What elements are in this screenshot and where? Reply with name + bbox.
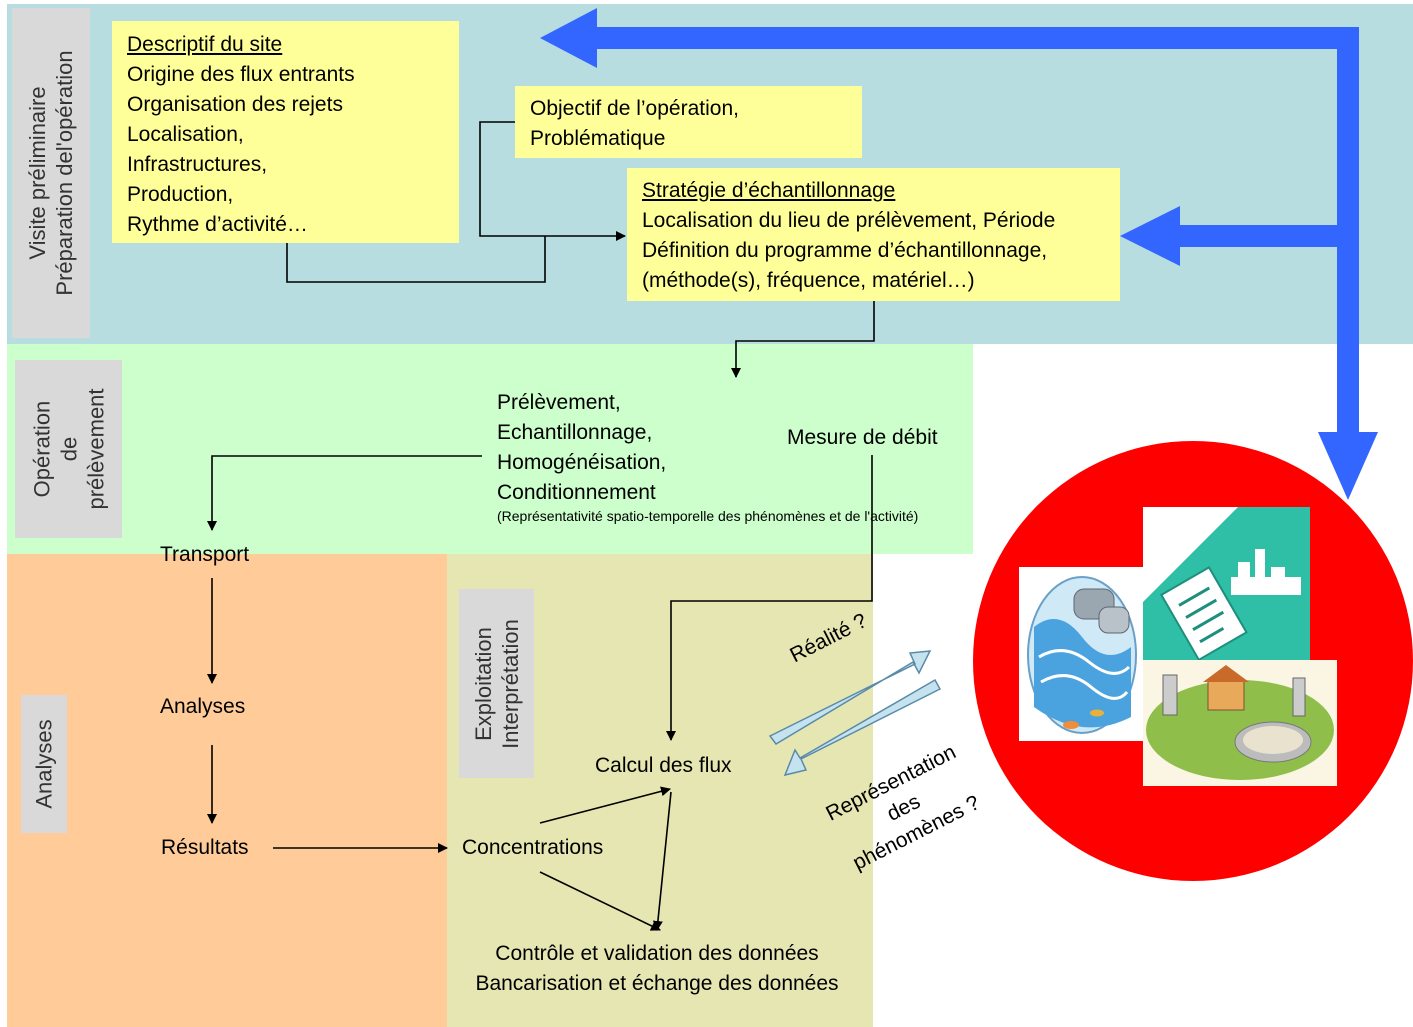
controle-line-2: Bancarisation et échange des données bbox=[475, 972, 839, 995]
site-line: Rythme d’activité… bbox=[127, 213, 308, 236]
site-line: Production, bbox=[127, 183, 234, 206]
blue-arrow-top-shaft bbox=[595, 27, 1357, 49]
site-line: Localisation, bbox=[127, 123, 244, 146]
prelevement-line: Echantillonnage, bbox=[497, 421, 653, 444]
transport-label: Transport bbox=[160, 543, 250, 566]
blue-arrow-mid-shaft bbox=[1178, 225, 1348, 247]
treatment-plant-icon bbox=[1146, 665, 1334, 780]
strategie-box: Stratégie d’échantillonnage Localisation… bbox=[627, 168, 1120, 301]
objectif-line: Objectif de l’opération, bbox=[530, 97, 739, 120]
representation-arrow bbox=[783, 678, 942, 777]
connector-concentrations-controle bbox=[539, 871, 661, 931]
calcul-flux-label: Calcul des flux bbox=[595, 754, 732, 777]
prelevement-block: Prélèvement, Echantillonnage, Homogénéis… bbox=[497, 388, 666, 508]
blue-arrow-down-head bbox=[1318, 432, 1378, 500]
objectif-box: Objectif de l’opération, Problématique bbox=[515, 86, 862, 158]
zone-operation-prelevement bbox=[7, 344, 973, 554]
site-line: Origine des flux entrants bbox=[127, 63, 355, 86]
connector-site-strategie bbox=[286, 236, 546, 283]
site-description-box: Descriptif du site Origine des flux entr… bbox=[112, 21, 459, 243]
controle-block: Contrôle et validation des données Banca… bbox=[452, 939, 862, 999]
water-pipe-icon bbox=[1027, 576, 1137, 734]
blue-arrow-top-head bbox=[540, 8, 597, 68]
connector-strategie-prelevement bbox=[731, 301, 875, 378]
strategie-line: (méthode(s), fréquence, matériel…) bbox=[642, 269, 975, 292]
connector-objectif-strategie bbox=[479, 121, 626, 241]
connector-debit-calcul bbox=[666, 455, 873, 741]
blue-arrow-mid-head bbox=[1120, 206, 1180, 266]
treatment-plant-illustration bbox=[1143, 660, 1337, 786]
resultats-label: Résultats bbox=[161, 836, 249, 859]
controle-line-1: Contrôle et validation des données bbox=[495, 942, 819, 965]
label-analyses: Analyses bbox=[21, 695, 67, 833]
prelevement-line: Conditionnement bbox=[497, 481, 656, 504]
prelevement-line: Homogénéisation, bbox=[497, 451, 667, 474]
realite-arrow bbox=[768, 650, 932, 745]
representativite-note: (Représentativité spatio-temporelle des … bbox=[497, 508, 919, 524]
prelevement-line: Prélèvement, bbox=[497, 391, 621, 414]
objectif-line: Problématique bbox=[530, 127, 666, 150]
factory-checklist-icon bbox=[1143, 507, 1310, 667]
mesure-debit-label: Mesure de débit bbox=[787, 426, 938, 449]
water-pipe-illustration bbox=[1019, 567, 1145, 741]
connector-concentrations-calcul bbox=[539, 786, 671, 824]
site-line: Infrastructures, bbox=[127, 153, 268, 176]
connector-calcul-controle bbox=[652, 791, 672, 931]
factory-checklist-illustration bbox=[1143, 507, 1310, 667]
concentrations-label: Concentrations bbox=[462, 836, 604, 859]
analyses-label: Analyses bbox=[160, 695, 246, 718]
strategie-line: Définition du programme d’échantillonnag… bbox=[642, 239, 1048, 262]
connector-prelevement-transport bbox=[207, 455, 482, 531]
strategie-line: Localisation du lieu de prélèvement, Pér… bbox=[642, 209, 1056, 232]
zone-analyses bbox=[7, 554, 447, 1027]
site-description-title: Descriptif du site bbox=[127, 33, 283, 56]
strategie-title: Stratégie d’échantillonnage bbox=[642, 179, 896, 202]
site-line: Organisation des rejets bbox=[127, 93, 343, 116]
